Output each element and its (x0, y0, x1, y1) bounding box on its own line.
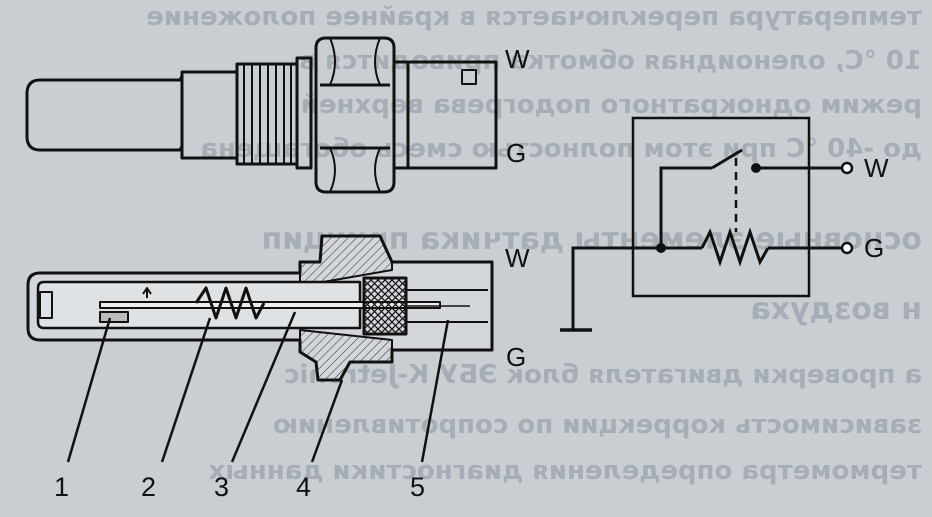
circuit-schematic (560, 116, 854, 332)
thread-lines (243, 64, 292, 164)
callout-3: 3 (214, 472, 229, 502)
thermistor-element (99, 311, 129, 323)
sensor-sectional-view (26, 234, 494, 382)
callout-leaders (66, 311, 450, 463)
terminal-w-label-top: W (505, 44, 530, 74)
callout-2: 2 (141, 472, 156, 502)
body-ring (392, 60, 410, 170)
insulator-block (362, 276, 408, 336)
connector-body (408, 60, 498, 170)
resistor-symbol (700, 227, 770, 267)
sensor-external-view (25, 36, 498, 194)
callout-5: 5 (410, 472, 425, 502)
terminal-w-node (840, 161, 854, 175)
terminal-w-label-schematic: W (864, 153, 889, 183)
heating-coil (194, 286, 266, 320)
callout-1: 1 (54, 472, 69, 502)
terminal-w-label-section: W (505, 243, 530, 273)
hex-nut (314, 36, 396, 194)
terminal-g-label-top: G (506, 138, 526, 168)
ground-wire (571, 246, 661, 330)
collar (295, 56, 313, 170)
switch-blade (711, 148, 743, 170)
callout-4: 4 (296, 472, 311, 502)
terminal-g-label-schematic: G (864, 233, 884, 263)
terminal-g-label-section: G (506, 342, 526, 372)
probe-tip (25, 74, 184, 152)
switch-wire (659, 166, 712, 248)
terminal-g-node (840, 241, 854, 255)
schematic-box (631, 116, 811, 298)
probe-neck (180, 70, 239, 160)
